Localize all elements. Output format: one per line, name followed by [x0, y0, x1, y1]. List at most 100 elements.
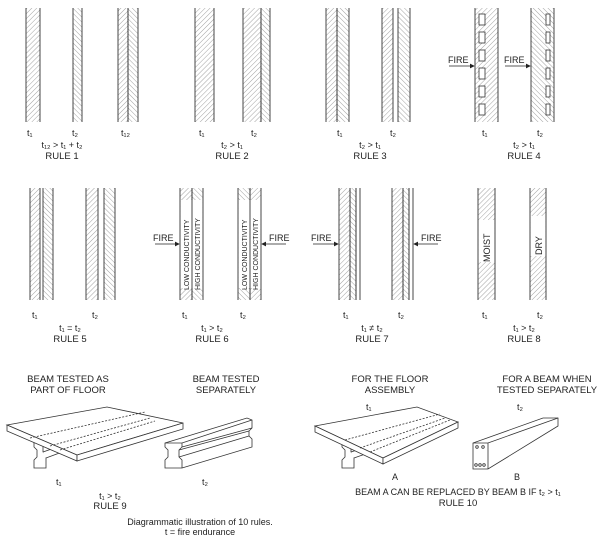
label-t1: t₁: [482, 128, 488, 138]
rule-1: t₁ t₂ t₁₂ t₁₂ > t₁ + t₂ RULE 1: [27, 128, 131, 162]
separate-beam-drawing: [164, 417, 253, 469]
label-t2: t₂: [398, 310, 405, 320]
wall-layer: [243, 8, 261, 122]
title-line: ASSEMBLY: [365, 385, 416, 396]
rule-title: RULE 3: [353, 151, 386, 162]
fire-label: FIRE: [421, 233, 442, 243]
label-t2: t₂: [72, 128, 79, 138]
rule-relation: t₁ ≠ t₂: [361, 323, 383, 333]
high-conductivity-label: HIGH CONDUCTIVITY: [195, 218, 202, 290]
rule-relation: t₂ > t₁: [221, 140, 243, 150]
title-line: PART OF FLOOR: [30, 385, 106, 396]
title-line: SEPARATELY: [196, 385, 257, 396]
wall-layer: [339, 188, 350, 300]
wall-layer: [86, 188, 98, 300]
fire-label: FIRE: [153, 233, 174, 243]
rule-9: BEAM TESTED AS PART OF FLOOR BEAM TESTED…: [5, 374, 260, 512]
rule-relation: BEAM A CAN BE REPLACED BY BEAM B IF t₂ >…: [355, 487, 561, 497]
wall-layer: [475, 8, 498, 122]
rule-relation: t₂ > t₁: [359, 140, 381, 150]
caption-line: Diagrammatic illustration of 10 rules.: [127, 517, 273, 527]
rule-2: t₁ t₂ t₂ > t₁ RULE 2: [199, 128, 258, 162]
label-t1: t₁: [182, 310, 188, 320]
label-t1: t₁: [27, 128, 33, 138]
fire-label: FIRE: [504, 55, 525, 65]
wall-layer: [26, 8, 40, 122]
wall-layer: [531, 8, 554, 122]
wall-layer: [392, 188, 403, 300]
wall-layer: [73, 8, 82, 122]
rule-4: FIRE FIRE t₁ t₂ t₂ > t₁ RULE 4: [448, 55, 544, 162]
rule-title: RULE 6: [195, 334, 228, 345]
rule-relation: t₁₂ > t₁ + t₂: [41, 140, 83, 150]
wall-layer: [195, 8, 214, 122]
rule-relation: t₁ > t₂: [513, 323, 535, 333]
wall-layer: [382, 8, 393, 122]
dry-label: DRY: [534, 236, 544, 255]
rule-title: RULE 8: [507, 334, 540, 345]
label-t2: t₂: [537, 310, 544, 320]
label-t2: t₂: [390, 128, 397, 138]
rule-title: RULE 7: [355, 334, 388, 345]
fire-label: FIRE: [448, 55, 469, 65]
wall-sections: [25, 8, 555, 300]
wall-label-band: [238, 200, 261, 288]
wall-layer: [326, 8, 337, 122]
rule-6: FIRE FIRE LOW CONDUCTIVITY HIGH CONDUCTI…: [153, 218, 290, 345]
label-t1: t₁: [56, 477, 62, 487]
label-t2: t₂: [251, 128, 258, 138]
rule-title: RULE 1: [45, 151, 78, 162]
wall-layer: [350, 188, 356, 300]
label-t1: t₁: [32, 310, 38, 320]
wall-cavity: [545, 85, 551, 98]
wall-layer: [337, 8, 349, 122]
wall-label-band: [180, 200, 203, 288]
low-conductivity-label: LOW CONDUCTIVITY: [184, 219, 191, 290]
moist-label: MOIST: [482, 233, 492, 262]
wall-cavity: [545, 31, 551, 44]
wall-layer: [403, 188, 409, 300]
label-t1: t₁: [199, 128, 205, 138]
wall-layer: [261, 8, 270, 122]
label-t2: t₂: [202, 477, 209, 487]
fire-label: FIRE: [311, 233, 332, 243]
rule-title: RULE 5: [53, 334, 86, 345]
wall-layer: [118, 8, 128, 122]
fire-label: FIRE: [269, 233, 290, 243]
high-conductivity-label: HIGH CONDUCTIVITY: [253, 218, 260, 290]
wall-label-band: [478, 220, 495, 262]
wall-cavity: [478, 49, 486, 62]
floor-assembly-a-drawing: [313, 406, 460, 469]
rule-title: RULE 2: [215, 151, 248, 162]
rule-relation: t₁ = t₂: [59, 323, 81, 333]
label-t1: t₁: [343, 310, 349, 320]
rule-relation: t₁ > t₂: [201, 323, 223, 333]
label-b: B: [514, 472, 520, 482]
label-t2: t₂: [240, 310, 247, 320]
wall-cavity: [478, 13, 486, 26]
label-t1: t₁: [366, 402, 372, 412]
wall-cavity: [478, 85, 486, 98]
wall-cavity: [545, 49, 551, 62]
rule-5: t₁ t₂ t₁ = t₂ RULE 5: [32, 310, 99, 345]
box-beam-b-drawing: [472, 417, 559, 470]
rule-7: FIRE FIRE t₁ t₂ t₁ ≠ t₂ RULE 7: [311, 233, 442, 345]
title-line: BEAM TESTED AS: [27, 374, 109, 385]
floor-with-beam-drawing: [5, 406, 184, 469]
title-line: FOR A BEAM WHEN: [502, 374, 591, 385]
wall-cavity: [478, 103, 486, 116]
rule-relation: t₂ > t₁: [513, 140, 535, 150]
title-line: FOR THE FLOOR: [352, 374, 429, 385]
rule-8: MOIST DRY t₁ t₂ t₁ > t₂ RULE 8: [482, 233, 544, 345]
title-line: BEAM TESTED: [193, 374, 260, 385]
wall-cavity: [545, 13, 551, 26]
label-t12: t₁₂: [121, 128, 131, 138]
wall-cavity: [545, 67, 551, 80]
wall-layer: [128, 8, 138, 122]
title-line: TESTED SEPARATELY: [497, 385, 598, 396]
label-t2: t₂: [517, 402, 524, 412]
label-t1: t₁: [482, 310, 488, 320]
rule-10: FOR THE FLOOR ASSEMBLY FOR A BEAM WHEN T…: [313, 374, 598, 509]
